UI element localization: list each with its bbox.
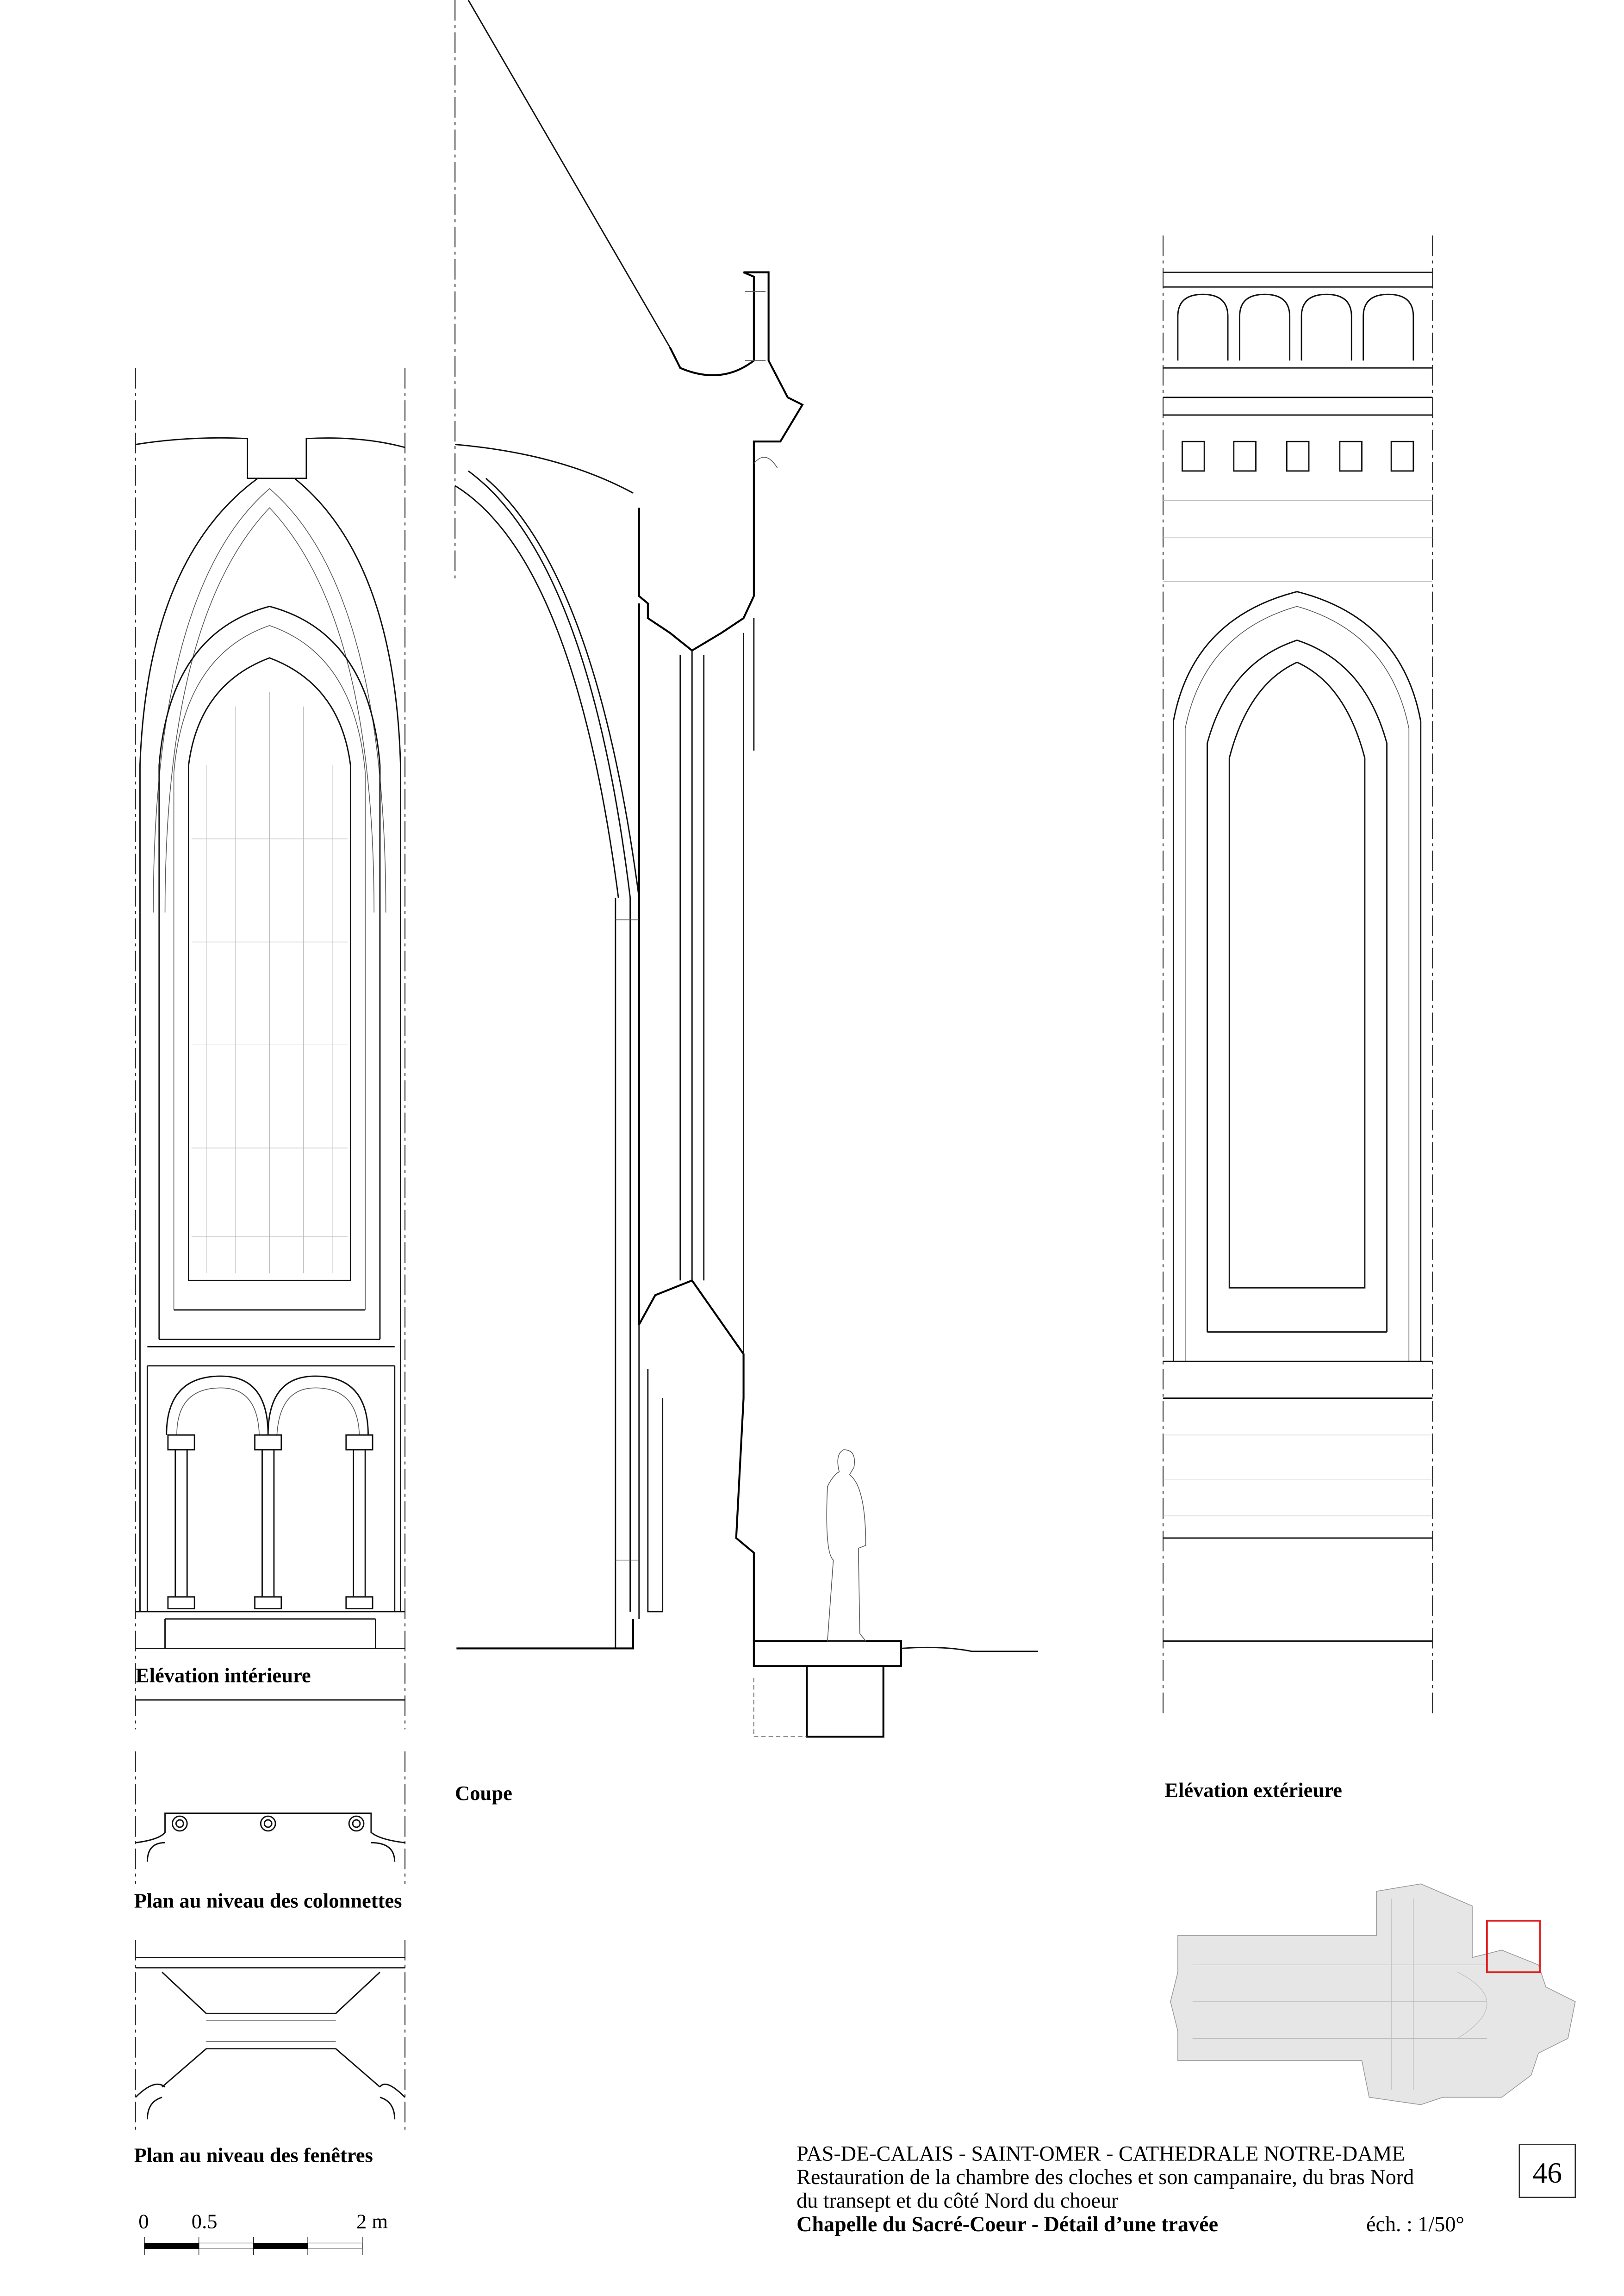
scale-label-0: 0 — [138, 2210, 149, 2233]
interior-elevation-drawing — [135, 368, 406, 1730]
label-plan-fenetres: Plan au niveau des fenêtres — [134, 2144, 373, 2167]
scale-label-05: 0.5 — [192, 2210, 218, 2233]
title-line-3: du transept et du côté Nord du choeur — [796, 2189, 1118, 2212]
key-plan-highlight — [1486, 1919, 1541, 1973]
label-section: Coupe — [455, 1781, 512, 1805]
section-drawing — [454, 0, 1038, 1738]
title-scale: éch. : 1/50° — [1366, 2212, 1464, 2236]
plan-fenetres-drawing — [135, 1940, 406, 2135]
sheet-number-box — [1518, 2144, 1576, 2198]
title-line-1: PAS-DE-CALAIS - SAINT-OMER - CATHEDRALE … — [796, 2141, 1405, 2165]
human-figure — [826, 1449, 867, 1642]
label-exterior-elevation: Elévation extérieure — [1164, 1779, 1342, 1802]
title-subject: Chapelle du Sacré-Coeur - Détail d’une t… — [796, 2212, 1218, 2236]
scale-bar: 0 0.5 2 m — [138, 2210, 388, 2255]
plan-colonnettes-drawing — [135, 1751, 406, 1884]
sheet-number: 46 — [1532, 2156, 1562, 2189]
label-interior-elevation: Elévation intérieure — [136, 1664, 311, 1687]
scale-label-2m: 2 m — [356, 2210, 388, 2233]
title-block: PAS-DE-CALAIS - SAINT-OMER - CATHEDRALE … — [796, 2141, 1576, 2236]
title-line-2: Restauration de la chambre des cloches e… — [796, 2165, 1414, 2189]
label-plan-colonnettes: Plan au niveau des colonnettes — [134, 1889, 402, 1912]
exterior-elevation-drawing — [1163, 235, 1433, 1715]
key-plan — [1170, 1883, 1576, 2105]
